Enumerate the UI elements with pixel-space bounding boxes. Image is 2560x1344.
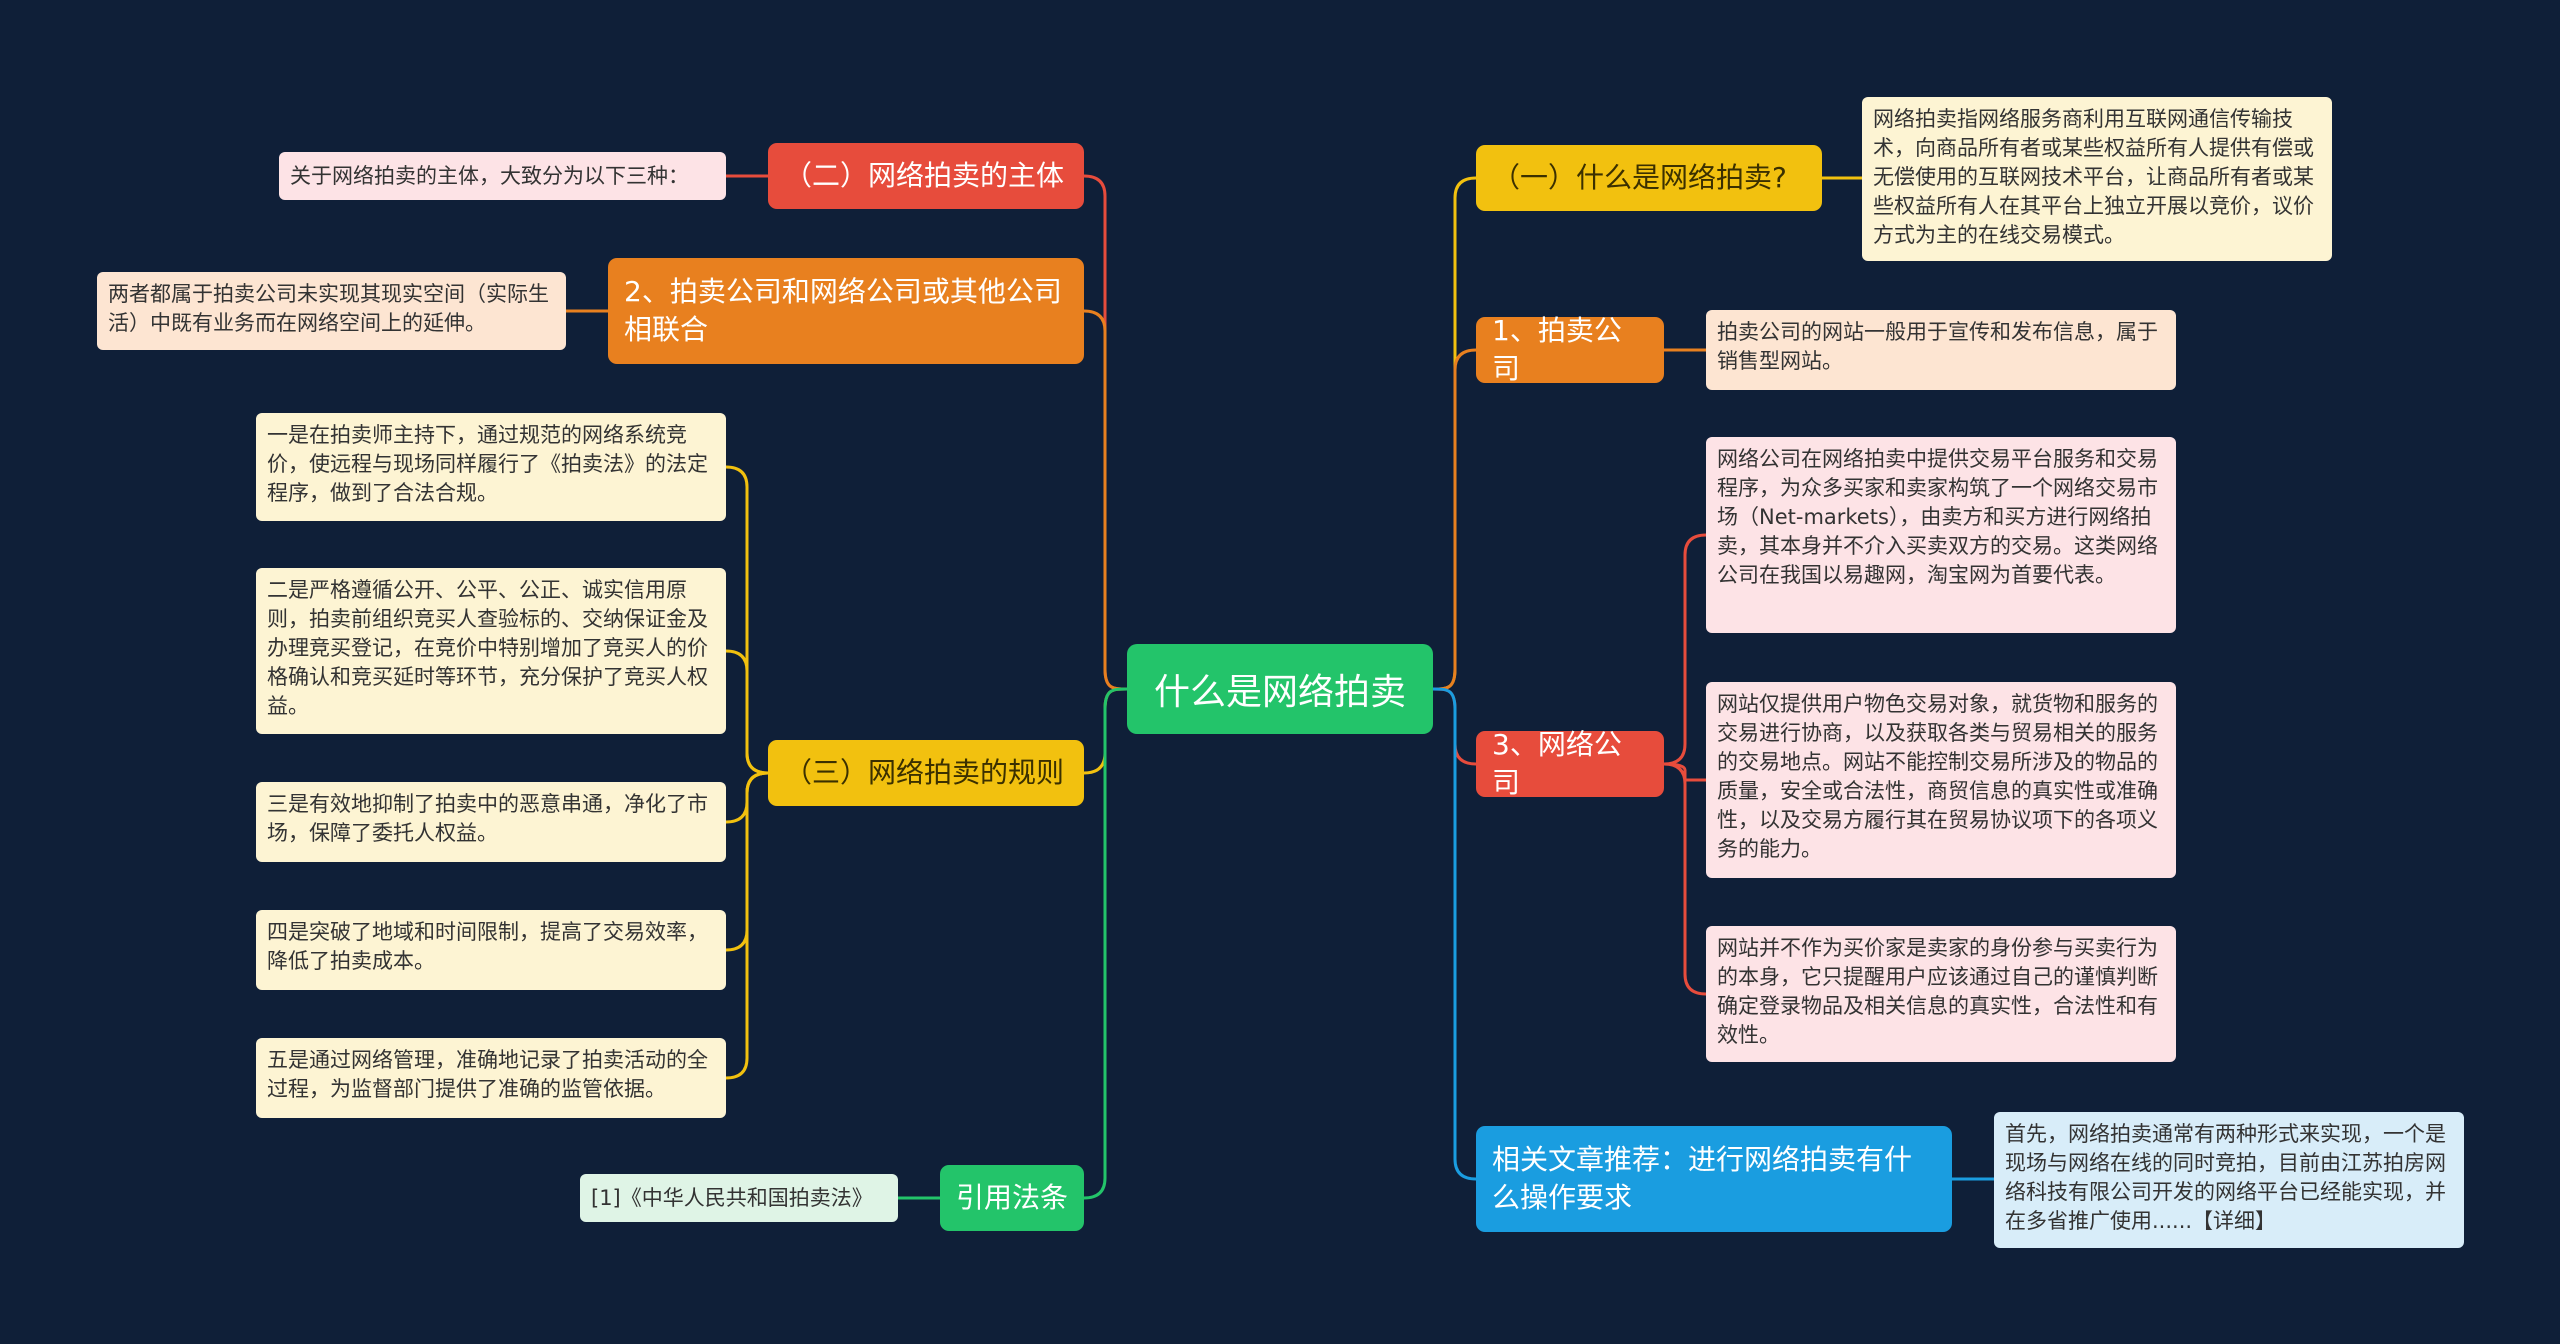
branch-related-article-label: 相关文章推荐：进行网络拍卖有什么操作要求 (1492, 1143, 1913, 1214)
root-node[interactable]: 什么是网络拍卖 (1127, 644, 1433, 734)
link-root-combined (1082, 309, 1129, 691)
branch-law-citation-label: 引用法条 (956, 1181, 1069, 1215)
leaf-network-company-2: 网站仅提供用户物色交易对象，就货物和服务的交易进行协商，以及获取各类与贸易相关的… (1706, 682, 2176, 878)
leaf-network-company-3: 网站并不作为买价家是卖家的身份参与买卖行为的本身，它只提醒用户应该通过自己的谨慎… (1706, 926, 2176, 1062)
branch-rules[interactable]: （三）网络拍卖的规则 (768, 740, 1084, 806)
branch-what-is-label: （一）什么是网络拍卖? (1492, 161, 1787, 195)
leaf-combined-detail: 两者都属于拍卖公司未实现其现实空间（实际生活）中既有业务而在网络空间上的延伸。 (97, 272, 566, 350)
leaf-rule-1: 一是在拍卖师主持下，通过规范的网络系统竞价，使远程与现场同样履行了《拍卖法》的法… (256, 413, 726, 521)
leaf-subject-detail: 关于网络拍卖的主体，大致分为以下三种： (279, 152, 726, 200)
root-label: 什么是网络拍卖 (1153, 672, 1406, 713)
leaf-rule-5: 五是通过网络管理，准确地记录了拍卖活动的全过程，为监督部门提供了准确的监管依据。 (256, 1038, 726, 1118)
link-rules-leaf-2 (724, 649, 770, 775)
branch-combined[interactable]: 2、拍卖公司和网络公司或其他公司相联合 (608, 258, 1084, 364)
branch-related-article[interactable]: 相关文章推荐：进行网络拍卖有什么操作要求 (1476, 1126, 1952, 1232)
branch-subject-label: （二）网络拍卖的主体 (784, 159, 1065, 193)
leaf-network-company-1: 网络公司在网络拍卖中提供交易平台服务和交易程序，为众多买家和卖家构筑了一个网络交… (1706, 437, 2176, 633)
leaf-auction-company-detail: 拍卖公司的网站一般用于宣传和发布信息，属于销售型网站。 (1706, 310, 2176, 390)
branch-auction-company-label: 1、拍卖公司 (1492, 314, 1622, 385)
branch-what-is[interactable]: （一）什么是网络拍卖? (1476, 145, 1822, 211)
leaf-related-article-detail[interactable]: 首先，网络拍卖通常有两种形式来实现，一个是现场与网络在线的同时竞拍，目前由江苏拍… (1994, 1112, 2464, 1248)
branch-combined-label: 2、拍卖公司和网络公司或其他公司相联合 (624, 275, 1062, 346)
branch-network-company-label: 3、网络公司 (1492, 728, 1622, 799)
link-root-law (1082, 687, 1129, 1200)
leaf-rule-3: 三是有效地抑制了拍卖中的恶意串通，净化了市场，保障了委托人权益。 (256, 782, 726, 862)
link-root-related (1431, 687, 1478, 1181)
branch-subject[interactable]: （二）网络拍卖的主体 (768, 143, 1084, 209)
link-rules-leaf-5 (724, 771, 770, 1080)
branch-law-citation[interactable]: 引用法条 (940, 1165, 1084, 1231)
leaf-law-citation-detail[interactable]: [1]《中华人民共和国拍卖法》 (580, 1174, 898, 1222)
link-root-auction-company (1431, 348, 1478, 691)
link-network-leaf-1 (1662, 533, 1708, 766)
link-network-leaf-3 (1662, 762, 1708, 996)
leaf-rule-4: 四是突破了地域和时间限制，提高了交易效率，降低了拍卖成本。 (256, 910, 726, 990)
branch-rules-label: （三）网络拍卖的规则 (784, 756, 1065, 790)
leaf-rule-2: 二是严格遵循公开、公平、公正、诚实信用原则，拍卖前组织竞买人查验标的、交纳保证金… (256, 568, 726, 734)
branch-auction-company[interactable]: 1、拍卖公司 (1476, 314, 1664, 385)
branch-network-company[interactable]: 3、网络公司 (1476, 728, 1664, 799)
leaf-what-is-definition: 网络拍卖指网络服务商利用互联网通信传输技术，向商品所有者或某些权益所有人提供有偿… (1862, 97, 2332, 261)
